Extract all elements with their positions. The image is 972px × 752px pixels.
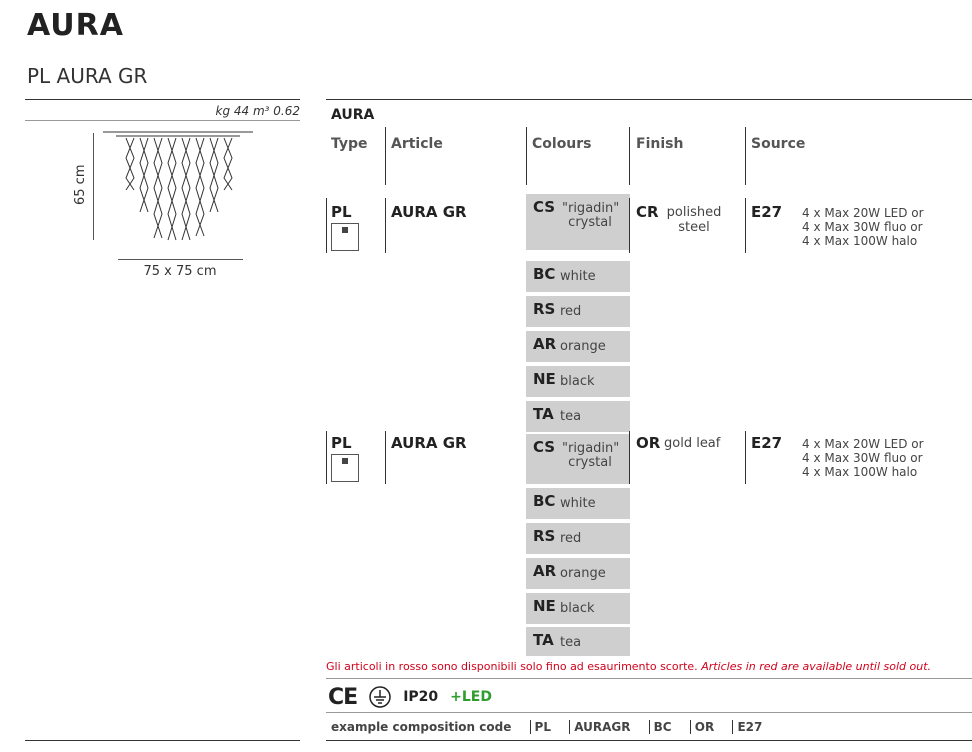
row-divider: [745, 431, 746, 484]
example-part: BC: [648, 720, 672, 734]
certifications: CE IP20 +LED: [328, 684, 492, 710]
finish-code: OR: [636, 434, 661, 452]
colour-name: orange: [560, 566, 606, 581]
source-desc: 4 x Max 20W LED or 4 x Max 30W fluo or 4…: [802, 437, 924, 479]
divider: [326, 678, 972, 679]
colour-name: black: [560, 374, 595, 389]
header-finish: Finish: [636, 136, 684, 152]
colour-name: red: [560, 304, 582, 319]
colour-swatch: BC white: [526, 261, 630, 294]
row-article: AURA GR: [391, 203, 467, 221]
colour-swatch: CS "rigadin" crystal: [526, 434, 630, 486]
source-code: E27: [751, 434, 783, 452]
width-dimension: 75 x 75 cm: [143, 264, 217, 279]
ip-rating: IP20: [403, 689, 439, 705]
column-divider: [629, 127, 630, 185]
row-divider: [629, 431, 630, 484]
colour-swatch: TA tea: [526, 627, 630, 658]
colour-name: "rigadin" crystal: [562, 201, 620, 230]
example-label: example composition code: [331, 720, 512, 734]
chandelier-drawing: [103, 131, 253, 241]
row-type: PL: [331, 203, 352, 221]
divider: [25, 740, 300, 741]
ce-mark-icon: CE: [328, 684, 358, 710]
colour-code: CS: [533, 438, 556, 456]
colour-code: RS: [533, 527, 556, 545]
colour-name: tea: [560, 635, 582, 650]
divider: [25, 99, 300, 100]
column-divider: [385, 127, 386, 185]
divider: [326, 99, 972, 100]
header-type: Type: [331, 136, 368, 152]
row-type: PL: [331, 434, 352, 452]
colour-name: tea: [560, 409, 582, 424]
page-subtitle: PL AURA GR: [27, 64, 148, 88]
height-dimension: 65 cm: [73, 164, 88, 206]
row-divider: [745, 198, 746, 253]
colour-code: CS: [533, 198, 556, 216]
example-part: OR: [689, 720, 714, 734]
colour-code: RS: [533, 300, 556, 318]
row-article: AURA GR: [391, 434, 467, 452]
colour-code: AR: [533, 562, 557, 580]
led-badge: +LED: [450, 689, 492, 705]
example-code: example composition code PL AURAGR BC OR…: [331, 720, 762, 734]
ground-icon: [369, 686, 391, 708]
colour-name: white: [560, 496, 596, 511]
colour-code: BC: [533, 492, 556, 510]
example-part: PL: [529, 720, 551, 734]
row-divider: [385, 431, 386, 484]
colour-swatch: NE black: [526, 366, 630, 399]
ceiling-type-icon: [331, 223, 359, 251]
divider: [326, 712, 972, 713]
divider: [25, 120, 300, 121]
column-divider: [526, 127, 527, 185]
row-divider: [385, 198, 386, 253]
row-divider: [629, 198, 630, 253]
colour-swatch: AR orange: [526, 558, 630, 591]
colour-code: TA: [533, 631, 554, 649]
height-line: [93, 133, 94, 240]
availability-note: Gli articoli in rosso sono disponibili s…: [326, 660, 932, 673]
colour-swatch: NE black: [526, 593, 630, 626]
colour-code: NE: [533, 370, 556, 388]
colour-name: red: [560, 531, 582, 546]
finish-code: CR: [636, 203, 659, 221]
column-divider: [745, 127, 746, 185]
colour-swatch: BC white: [526, 488, 630, 521]
header-article: Article: [391, 136, 443, 152]
colour-swatch: RS red: [526, 296, 630, 329]
colour-code: TA: [533, 405, 554, 423]
colour-swatch: RS red: [526, 523, 630, 556]
divider: [326, 740, 972, 741]
colour-name: orange: [560, 339, 606, 354]
page-title: AURA: [27, 8, 124, 43]
colour-name: white: [560, 269, 596, 284]
colour-code: NE: [533, 597, 556, 615]
ceiling-type-icon: [331, 454, 359, 482]
colour-swatch: CS "rigadin" crystal: [526, 194, 630, 252]
header-colours: Colours: [532, 136, 592, 152]
colour-code: AR: [533, 335, 557, 353]
section-title: AURA: [331, 107, 375, 123]
colour-name: black: [560, 601, 595, 616]
source-desc: 4 x Max 20W LED or 4 x Max 30W fluo or 4…: [802, 206, 924, 248]
finish-name: polished steel: [666, 205, 722, 235]
source-code: E27: [751, 203, 783, 221]
row-divider: [326, 198, 327, 253]
example-part: AURAGR: [569, 720, 630, 734]
row-divider: [326, 431, 327, 484]
example-part: E27: [732, 720, 762, 734]
colour-name: "rigadin" crystal: [562, 441, 620, 470]
weight-volume: kg 44 m³ 0.62: [215, 104, 301, 118]
finish-name: gold leaf: [664, 436, 721, 451]
colour-swatch: TA tea: [526, 401, 630, 434]
header-source: Source: [751, 136, 806, 152]
colour-swatch: AR orange: [526, 331, 630, 364]
colour-code: BC: [533, 265, 556, 283]
width-line: [118, 259, 243, 260]
